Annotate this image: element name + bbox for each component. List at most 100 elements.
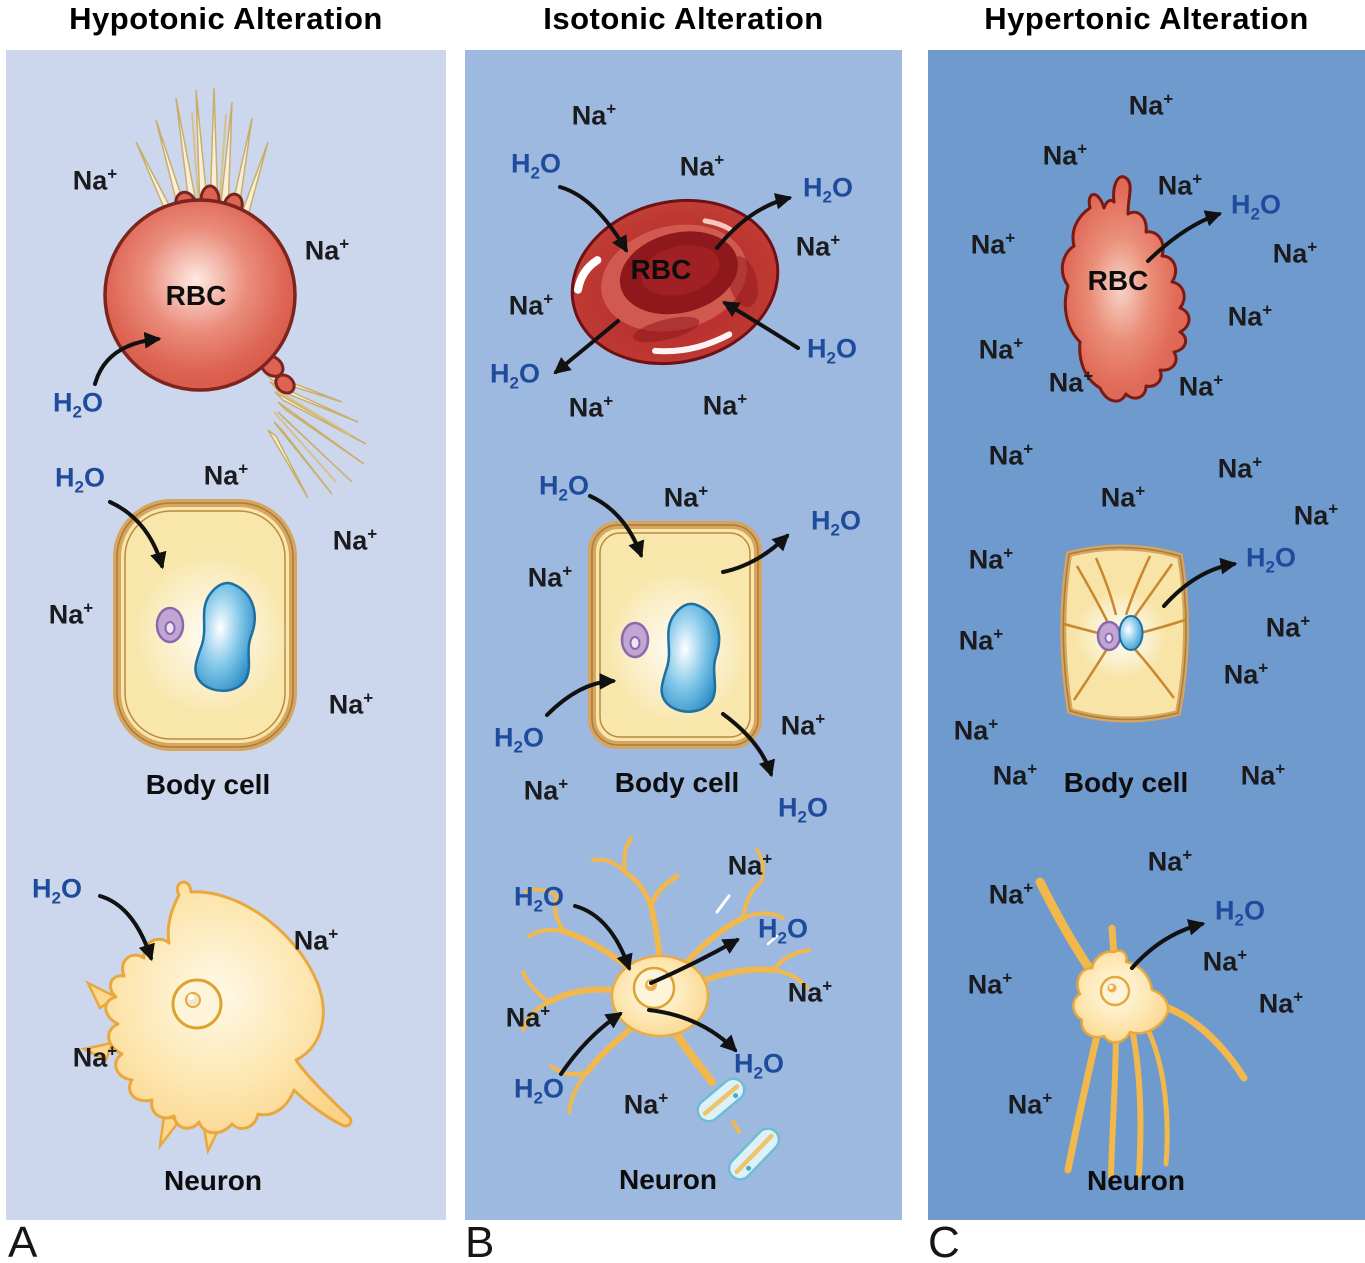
cell-name-label: Neuron xyxy=(1087,1165,1185,1196)
sodium-ion-label: Na+ xyxy=(332,524,378,556)
sodium-ion-label: Na+ xyxy=(967,968,1013,1000)
h2o-arrow-out-of-rbc xyxy=(1146,210,1223,263)
sodium-ion-label: Na+ xyxy=(568,391,614,423)
cell-name-label: Neuron xyxy=(619,1164,717,1195)
sodium-ion-label: Na+ xyxy=(72,1041,118,1073)
body-cell-shrunken-illustration xyxy=(1060,544,1238,723)
rbc-fringe-bottom xyxy=(263,371,367,499)
sodium-ion-label: Na+ xyxy=(787,976,833,1008)
cell-name-label: RBC xyxy=(630,254,692,285)
sodium-ion-label: Na+ xyxy=(1223,658,1269,690)
panel-a-title: Hypotonic Alteration xyxy=(69,1,383,36)
sodium-ion-label: Na+ xyxy=(523,774,569,806)
cell-name-label: Body cell xyxy=(614,767,740,798)
myelin-segment xyxy=(696,1077,746,1123)
panel-c-title: Hypertonic Alteration xyxy=(984,1,1309,36)
h2o-arrow-into-rbc xyxy=(558,185,628,253)
water-label: H2O xyxy=(807,333,857,368)
sodium-ion-label: Na+ xyxy=(953,714,999,746)
sodium-ion-label: Na+ xyxy=(328,688,374,720)
sodium-ion-label: Na+ xyxy=(1202,945,1248,977)
sodium-ion-label: Na+ xyxy=(1147,845,1193,877)
sodium-ion-label: Na+ xyxy=(968,543,1014,575)
h2o-arrow-into-neuron-2 xyxy=(559,1012,623,1076)
sodium-ion-label: Na+ xyxy=(1128,89,1174,121)
rbc-body xyxy=(1060,175,1191,403)
neuron-soma xyxy=(104,880,353,1135)
cell-name-label: Body cell xyxy=(1063,767,1189,798)
cell-name-label: RBC xyxy=(1087,265,1149,296)
sodium-ion-label: Na+ xyxy=(1217,452,1263,484)
h2o-arrow-into-rbc xyxy=(93,331,162,386)
sodium-ion-label: Na+ xyxy=(702,389,748,421)
cell-name-label: RBC xyxy=(165,280,227,311)
water-label: H2O xyxy=(539,470,589,505)
sodium-ion-label: Na+ xyxy=(988,439,1034,471)
sodium-ion-label: Na+ xyxy=(1240,759,1286,791)
water-label: H2O xyxy=(1231,189,1281,224)
sodium-ion-label: Na+ xyxy=(679,150,725,182)
sodium-ion-label: Na+ xyxy=(293,924,339,956)
sodium-ion-label: Na+ xyxy=(795,230,841,262)
h2o-arrow-out-of-rbc-2 xyxy=(553,319,620,375)
h2o-arrow-out-of-neuron-2 xyxy=(647,1008,738,1053)
sodium-ion-label: Na+ xyxy=(992,759,1038,791)
panel-c-labels: Na+ Na+ Na+ H2O Na+ Na+ Na+ Na+ Na+ Na+ Na+ Na+ Na+ N… xyxy=(928,50,1365,1220)
water-label: H2O xyxy=(32,873,82,908)
sodium-ion-label: Na+ xyxy=(1157,169,1203,201)
water-label: H2O xyxy=(55,462,105,497)
body-cell-swollen-illustration xyxy=(108,499,297,751)
axon xyxy=(671,1028,716,1086)
sodium-ion-label: Na+ xyxy=(72,164,118,196)
sodium-ion-label: Na+ xyxy=(1048,366,1094,398)
h2o-arrow-out-of-body-cell-2 xyxy=(721,712,776,778)
h2o-arrow-into-body-cell-2 xyxy=(545,673,617,717)
panel-letter-a: A xyxy=(8,1218,38,1263)
sodium-ion-label: Na+ xyxy=(571,99,617,131)
sodium-ion-label: Na+ xyxy=(1100,481,1146,513)
rbc-crenated-illustration xyxy=(1060,175,1223,403)
sodium-ion-label: Na+ xyxy=(970,228,1016,260)
water-label: H2O xyxy=(811,505,861,540)
water-label: H2O xyxy=(511,148,561,183)
water-label: H2O xyxy=(514,881,564,916)
water-label: H2O xyxy=(1246,542,1296,577)
sodium-ion-label: Na+ xyxy=(505,1001,551,1033)
water-label: H2O xyxy=(758,913,808,948)
myelin-segment-2 xyxy=(727,1127,781,1181)
cell-name-label: Body cell xyxy=(145,769,271,800)
water-label: H2O xyxy=(490,358,540,393)
sodium-ion-label: Na+ xyxy=(1227,300,1273,332)
neuron-swollen-illustration xyxy=(80,880,353,1156)
rbc-swollen-illustration xyxy=(93,87,367,499)
sodium-ion-label: Na+ xyxy=(988,878,1034,910)
panel-letter-b: B xyxy=(465,1218,495,1263)
rbc-normal-illustration xyxy=(570,198,780,366)
sodium-ion-label: Na+ xyxy=(780,709,826,741)
cell-name-label: Neuron xyxy=(164,1165,262,1196)
sodium-ion-label: Na+ xyxy=(727,849,773,881)
h2o-arrow-out-of-body-cell xyxy=(721,533,790,574)
panel-b-title: Isotonic Alteration xyxy=(543,1,824,36)
water-label: H2O xyxy=(514,1073,564,1108)
sodium-ion-label: Na+ xyxy=(48,598,94,630)
h2o-arrow-into-neuron xyxy=(98,894,155,962)
nucleus xyxy=(660,602,721,713)
neuron-shrunken-illustration xyxy=(1035,877,1248,1179)
sodium-ion-label: Na+ xyxy=(1272,237,1318,269)
h2o-arrow-out-of-neuron xyxy=(1130,919,1206,970)
nucleus xyxy=(1118,615,1144,651)
dendrites xyxy=(521,836,811,1114)
water-label: H2O xyxy=(53,387,103,422)
sodium-ion-label: Na+ xyxy=(304,234,350,266)
water-label: H2O xyxy=(778,792,828,827)
water-label: H2O xyxy=(1215,895,1265,930)
sodium-ion-label: Na+ xyxy=(958,624,1004,656)
h2o-arrow-into-body-cell xyxy=(108,500,167,570)
panel-c-illustration xyxy=(1035,175,1248,1179)
sodium-ion-label: Na+ xyxy=(1178,370,1224,402)
h2o-arrow-into-body-cell xyxy=(588,494,645,559)
